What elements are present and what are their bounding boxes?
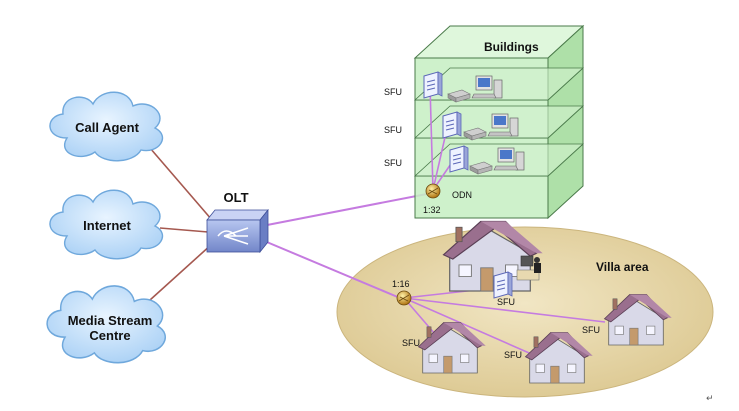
sfu-icon bbox=[493, 271, 513, 299]
odn-label: ODN bbox=[452, 190, 472, 200]
villa-sfu-label-1: SFU bbox=[497, 297, 515, 307]
villa-sfu-label-3: SFU bbox=[504, 350, 522, 360]
villa-title: Villa area bbox=[596, 260, 649, 274]
floor-sfu-label-3: SFU bbox=[384, 158, 402, 168]
link-media-olt bbox=[149, 243, 213, 301]
link-internet-olt bbox=[159, 227, 209, 233]
cloud-label-call-agent: Call Agent bbox=[75, 120, 139, 135]
return-mark: ↵ bbox=[706, 394, 714, 404]
olt-label: OLT bbox=[223, 190, 248, 205]
floor-sfu-label-1: SFU bbox=[384, 87, 402, 97]
fiber-villa-house-2 bbox=[403, 297, 606, 323]
fiber-floor-1 bbox=[429, 85, 434, 191]
fiber-olt-buildings bbox=[261, 192, 433, 227]
person-computer-icon bbox=[516, 255, 541, 281]
fiber-villa-house-3 bbox=[403, 297, 537, 357]
link-call-agent-olt bbox=[149, 147, 213, 221]
buildings-title: Buildings bbox=[484, 40, 539, 54]
villa-sfu-label-4: SFU bbox=[402, 338, 420, 348]
sfu-icon bbox=[449, 145, 469, 173]
cloud-label-internet: Internet bbox=[83, 218, 131, 233]
split-ratio-villa: 1:16 bbox=[392, 279, 410, 289]
split-ratio-buildings: 1:32 bbox=[423, 205, 441, 215]
villa-sfu-label-2: SFU bbox=[582, 325, 600, 335]
floor-sfu-label-2: SFU bbox=[384, 125, 402, 135]
olt-device bbox=[206, 208, 269, 254]
fiber-olt-villa bbox=[261, 239, 401, 299]
sfu-icon bbox=[423, 71, 443, 99]
sfu-icon bbox=[442, 111, 462, 139]
